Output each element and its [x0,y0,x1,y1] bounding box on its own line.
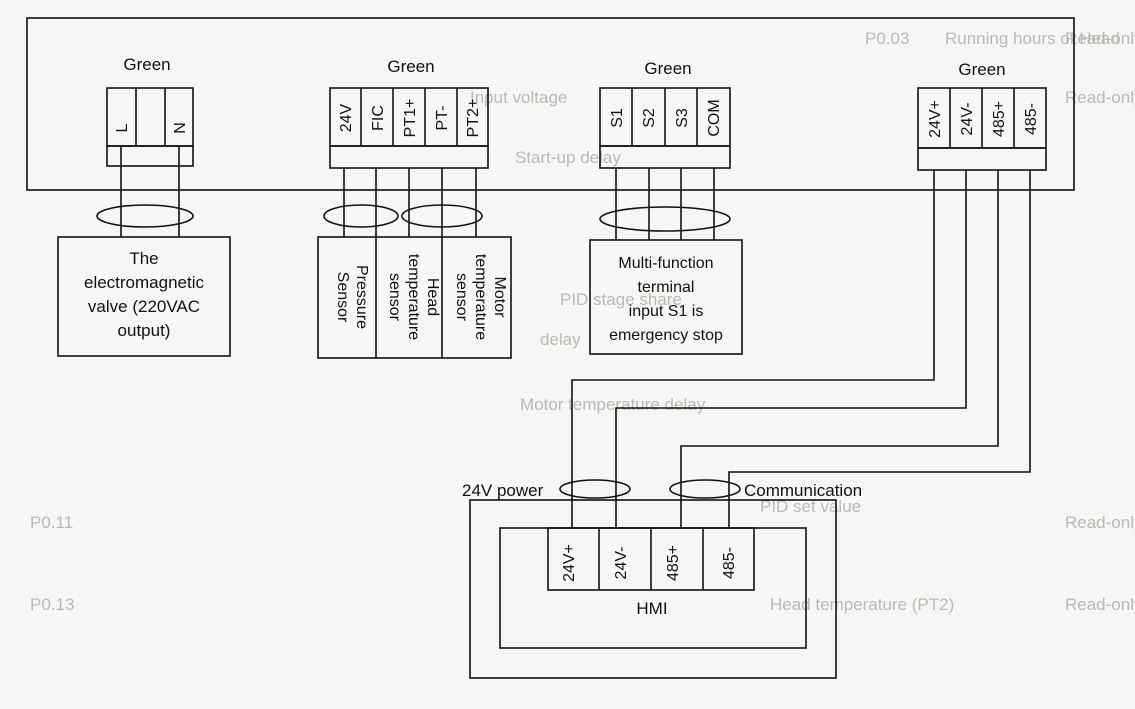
pin-label-N: N [172,122,189,134]
motor-temp-sensor-line-2: temperature [472,254,489,340]
multifunction-line-4: emergency stop [609,327,723,344]
connector-3-base [599,145,731,169]
cable-sleeve-multifunction [599,206,731,232]
multifunction-label: Multi-function terminal input S1 is emer… [609,255,723,344]
wire-485-minus [728,170,1031,528]
multifunction-box [589,239,743,355]
valve-label-line-3: valve (220VAC [88,297,200,316]
valve-box [57,236,231,357]
head-temp-sensor-line-1: Head [424,278,441,316]
cable-sleeve-valve [96,204,194,228]
cable-sleeve-temperature [401,204,483,228]
cable-sleeve-pressure [323,204,399,228]
hmi-pin-24v-minus: 24V- [613,547,630,580]
ghost-row1-text: Running hours of Head [945,29,1120,48]
head-temp-sensor-line-3: sensor [386,273,403,322]
connector-2-base [329,145,489,169]
cable-sleeve-communication [669,479,741,499]
connector-1-color-label: Green [123,55,170,74]
hmi-pin-485-minus: 485- [721,547,738,579]
ghost-row1-code: P0.03 [865,29,909,48]
head-temp-sensor-line-2: temperature [405,254,422,340]
pin-label-L: L [114,123,131,132]
pin-label-S1: S1 [609,108,626,128]
pin-label-c4-24v-minus: 24V- [959,103,976,136]
ghost-mid3: delay [540,330,581,349]
connector-3-color-label: Green [644,59,691,78]
motor-temp-sensor-line-1: Motor [491,277,508,319]
pin-label-PT2-plus: PT2+ [465,99,482,138]
valve-label-line-1: The [129,249,158,268]
controller-box [26,17,1075,191]
pin-label-PT-minus: PT- [434,106,451,131]
diagram-lines [26,17,1075,679]
ghost-row4-right: Read-only [1065,595,1135,614]
valve-label-line-4: output) [118,321,171,340]
pressure-sensor-line-2: Sensor [334,272,351,323]
multifunction-line-2: terminal [638,279,695,296]
valve-label: The electromagnetic valve (220VAC output… [84,249,205,340]
cable-sleeve-power [559,479,631,499]
ghost-row1-right: Read-only [1065,29,1135,48]
pin-label-c4-485-plus: 485+ [991,101,1008,137]
pin-label-FIC: FIC [370,105,387,131]
pressure-sensor-line-1: Pressure [353,265,370,329]
pin-label-c4-24v-plus: 24V+ [927,100,944,138]
connector-4-base [917,147,1047,171]
connector-4-color-label: Green [958,60,1005,79]
connector-1-body [106,87,194,147]
ghost-row3-right: Read-only [1065,513,1135,532]
multifunction-line-3: input S1 is [629,303,704,320]
pin-label-COM: COM [706,99,723,136]
pin-label-S2: S2 [641,108,658,128]
wire-24v-plus [571,170,935,528]
communication-cable-label: Communication [744,481,862,500]
wire-24v-minus [615,170,967,528]
ghost-mid4: Motor temperature delay [520,395,706,414]
pin-label-S3: S3 [674,108,691,128]
power-cable-label: 24V power [462,481,544,500]
ghost-mid1: Start-up delay [515,148,621,167]
ghost-row2-text: Input voltage [470,88,567,107]
connector-2-color-label: Green [387,57,434,76]
ghost-row4-text: Head temperature (PT2) [770,595,954,614]
pin-label-PT1-plus: PT1+ [402,99,419,138]
connector-1-base [106,145,194,167]
pin-label-c4-485-minus: 485- [1023,103,1040,135]
hmi-inner-box [499,527,807,649]
hmi-outer-box [469,499,837,679]
valve-label-line-2: electromagnetic [84,273,205,292]
hmi-pin-24v-plus: 24V+ [561,544,578,582]
sensor-box [317,236,512,359]
ghost-row4-code: P0.13 [30,595,74,614]
ghost-row2-right: Read-only [1065,88,1135,107]
motor-temp-sensor-line-3: sensor [453,273,470,322]
ghost-row3-code: P0.11 [30,513,73,532]
pin-label-24V: 24V [338,103,355,132]
wire-485-plus [680,170,999,528]
hmi-pin-485-plus: 485+ [665,545,682,581]
hmi-label: HMI [636,599,667,618]
multifunction-line-1: Multi-function [618,255,713,272]
